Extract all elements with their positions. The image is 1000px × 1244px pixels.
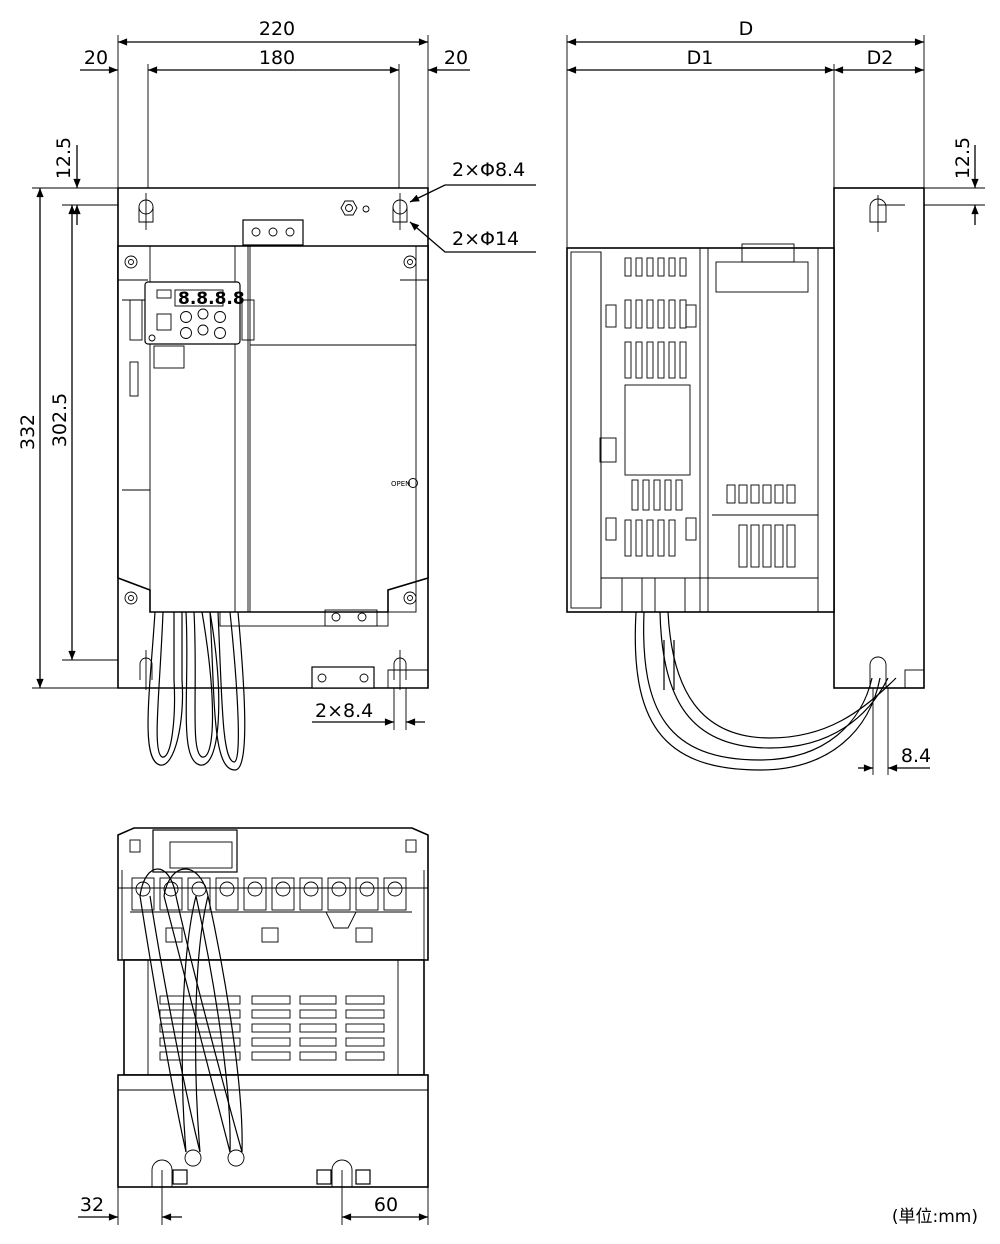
operation-panel: 8.8.8.8 bbox=[129, 281, 255, 369]
label-upper-holes: 2×Φ8.4 bbox=[452, 159, 525, 181]
upper-mounting-hole-left bbox=[138, 193, 154, 230]
dim-depth-1: D1 bbox=[687, 47, 714, 69]
bottom-cables bbox=[139, 868, 243, 1153]
terminal-row bbox=[130, 877, 412, 943]
side-view: D D1 D2 12.5 bbox=[566, 18, 985, 775]
dim-bottom-right: 60 bbox=[374, 1194, 398, 1216]
dim-side-top-offset: 12.5 bbox=[952, 137, 974, 179]
open-label: OPEN bbox=[391, 480, 410, 488]
dim-top-offset: 12.5 bbox=[53, 137, 75, 179]
dim-left-margin: 20 bbox=[84, 47, 108, 69]
dim-hole-height: 302.5 bbox=[49, 393, 71, 447]
upper-mounting-hole-right bbox=[392, 193, 408, 230]
dim-hole-pitch: 180 bbox=[259, 47, 295, 69]
dim-bottom-left: 32 bbox=[80, 1194, 104, 1216]
dim-side-slot: 8.4 bbox=[901, 745, 931, 767]
side-cables bbox=[634, 611, 897, 771]
dim-overall-height: 332 bbox=[17, 414, 39, 450]
label-counterbore: 2×Φ14 bbox=[452, 228, 519, 250]
front-view: 220 20 180 20 12.5 332 302.5 bbox=[17, 18, 536, 771]
front-cables bbox=[147, 611, 246, 771]
dim-overall-width: 220 bbox=[259, 18, 295, 40]
bottom-vents bbox=[159, 995, 385, 1061]
dim-depth: D bbox=[739, 18, 754, 40]
dim-depth-2: D2 bbox=[867, 47, 894, 69]
unit-note: (単位:mm) bbox=[892, 1207, 978, 1227]
label-lower-slots: 2×8.4 bbox=[315, 700, 373, 722]
side-vents bbox=[624, 257, 796, 568]
svg-text:8.8.8.8: 8.8.8.8 bbox=[178, 289, 245, 309]
dim-right-margin: 20 bbox=[444, 47, 468, 69]
bottom-view: 32 60 bbox=[78, 827, 429, 1225]
